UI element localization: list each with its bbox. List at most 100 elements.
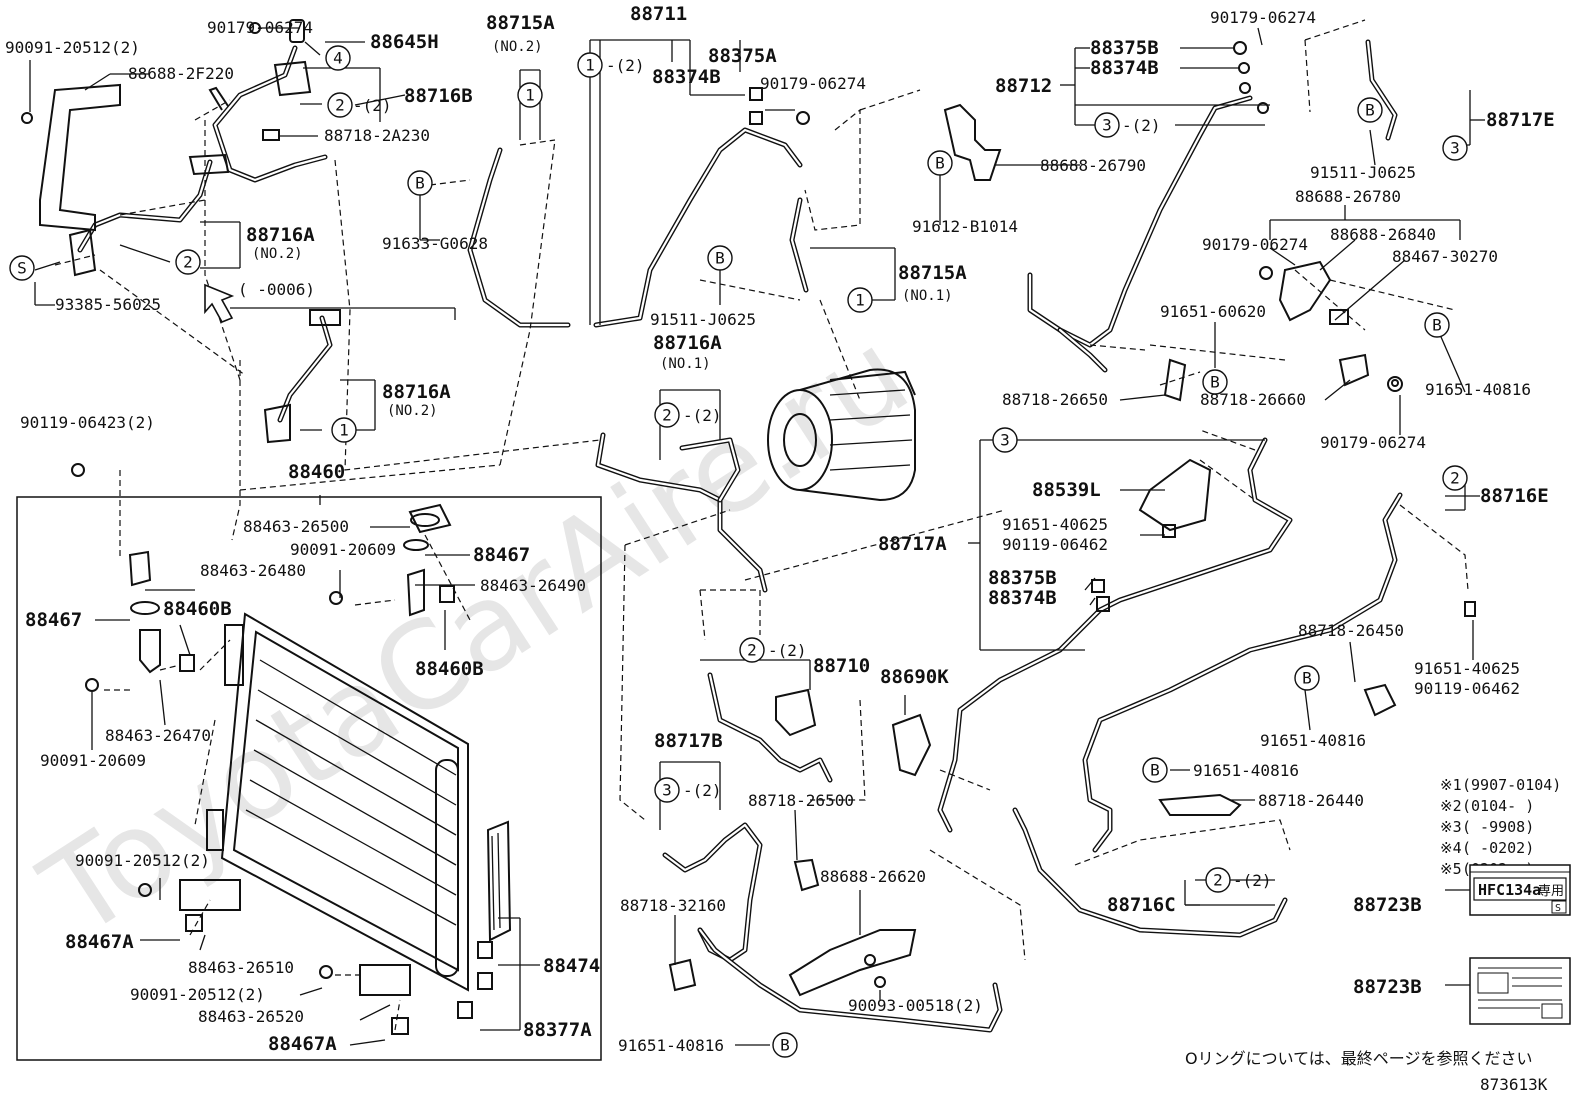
svg-text:90179-06274: 90179-06274 xyxy=(1210,8,1316,27)
svg-text:88688-26840: 88688-26840 xyxy=(1330,225,1436,244)
callout-3: 3 xyxy=(654,777,680,803)
svg-text:88688-26780: 88688-26780 xyxy=(1295,187,1401,206)
caution-plate xyxy=(1469,957,1571,1025)
callout-2: 2 xyxy=(327,92,353,118)
svg-text:3: 3 xyxy=(662,781,672,800)
svg-text:B: B xyxy=(1432,316,1442,335)
svg-text:S: S xyxy=(1555,903,1561,914)
svg-text:88718-26500: 88718-26500 xyxy=(748,791,854,810)
svg-text:91511-J0625: 91511-J0625 xyxy=(650,310,756,329)
svg-text:88377A: 88377A xyxy=(523,1019,592,1041)
callout-b: B xyxy=(1424,312,1450,338)
svg-text:(NO.2): (NO.2) xyxy=(492,39,543,55)
diagram-code: 873613K xyxy=(1480,1075,1548,1094)
svg-text:(NO.1): (NO.1) xyxy=(902,288,953,304)
svg-text:90119-06462: 90119-06462 xyxy=(1002,535,1108,554)
svg-text:88718-26440: 88718-26440 xyxy=(1258,791,1364,810)
svg-text:専用: 専用 xyxy=(1538,884,1564,899)
svg-text:91511-J0625: 91511-J0625 xyxy=(1310,163,1416,182)
svg-text:90179-06274: 90179-06274 xyxy=(1320,433,1426,452)
svg-text:88723B: 88723B xyxy=(1353,894,1422,916)
note-mark: ※3 xyxy=(1440,818,1462,836)
leader-lines xyxy=(29,27,1485,1046)
svg-text:91651-40625: 91651-40625 xyxy=(1002,515,1108,534)
svg-text:4: 4 xyxy=(333,49,343,68)
svg-text:88716A: 88716A xyxy=(246,224,315,246)
svg-text:88463-26510: 88463-26510 xyxy=(188,958,294,977)
callout-b: B xyxy=(1142,757,1168,783)
part-labels: 90179-06274 90091-20512(2) 88645H 88688-… xyxy=(5,3,1555,1055)
svg-text:2: 2 xyxy=(747,641,757,660)
svg-text:3: 3 xyxy=(1102,116,1112,135)
svg-text:90091-20512(2): 90091-20512(2) xyxy=(130,985,265,1004)
svg-text:88688-2F220: 88688-2F220 xyxy=(128,64,234,83)
notes-table: ※1(9907-0104)※2(0104- )※3( -9908)※4( -02… xyxy=(1440,776,1561,878)
svg-text:B: B xyxy=(1302,669,1312,688)
callout-1: 1 xyxy=(331,417,357,443)
callout-b: B xyxy=(407,170,433,196)
svg-text:(NO.2): (NO.2) xyxy=(252,246,303,262)
note-range: (0104- ) xyxy=(1462,797,1534,815)
callout-2: 2 xyxy=(1205,867,1231,893)
svg-text:S: S xyxy=(17,259,27,278)
callout-1: 1 xyxy=(517,82,543,108)
svg-text:-(2): -(2) xyxy=(606,56,645,75)
svg-text:88715A: 88715A xyxy=(486,12,555,34)
svg-text:88718-26660: 88718-26660 xyxy=(1200,390,1306,409)
svg-text:(NO.1): (NO.1) xyxy=(660,356,711,372)
svg-text:-(2): -(2) xyxy=(353,96,392,115)
svg-text:B: B xyxy=(715,249,725,268)
svg-text:B: B xyxy=(1150,761,1160,780)
svg-text:88467A: 88467A xyxy=(268,1033,337,1055)
svg-text:-(2): -(2) xyxy=(683,781,722,800)
svg-text:90091-20512(2): 90091-20512(2) xyxy=(75,851,210,870)
svg-text:88712: 88712 xyxy=(995,75,1052,97)
svg-text:88463-26500: 88463-26500 xyxy=(243,517,349,536)
svg-text:88460B: 88460B xyxy=(415,658,484,680)
callout-b: B xyxy=(1202,369,1228,395)
note-mark: ※2 xyxy=(1440,797,1462,815)
svg-text:88718-26450: 88718-26450 xyxy=(1298,621,1404,640)
svg-text:88716B: 88716B xyxy=(404,85,473,107)
note-range: ( -0202) xyxy=(1462,839,1534,857)
condenser-brackets xyxy=(71,463,493,1035)
svg-text:2: 2 xyxy=(1450,469,1460,488)
svg-text:2: 2 xyxy=(662,406,672,425)
svg-text:90119-06462: 90119-06462 xyxy=(1414,679,1520,698)
svg-text:88710: 88710 xyxy=(813,655,870,677)
svg-text:88716C: 88716C xyxy=(1107,894,1176,916)
svg-text:91651-40625: 91651-40625 xyxy=(1414,659,1520,678)
callout-1: 1 xyxy=(577,52,603,78)
svg-text:88474: 88474 xyxy=(543,955,600,977)
note-mark: ※5 xyxy=(1440,860,1462,878)
svg-text:88718-26650: 88718-26650 xyxy=(1002,390,1108,409)
svg-text:-(2): -(2) xyxy=(768,641,807,660)
svg-text:1: 1 xyxy=(339,421,349,440)
svg-text:88374B: 88374B xyxy=(1090,57,1159,79)
svg-text:2: 2 xyxy=(183,253,193,272)
svg-text:90179-06274: 90179-06274 xyxy=(207,18,313,37)
svg-text:90179-06274: 90179-06274 xyxy=(1202,235,1308,254)
svg-text:88645H: 88645H xyxy=(370,31,439,53)
callout-2: 2 xyxy=(654,402,680,428)
svg-text:1: 1 xyxy=(855,291,865,310)
callout-2: 2 xyxy=(175,249,201,275)
callout-circles: 4 2 2 S 1 1 B 1 B 1 2 B 3 B 3 B B 3 2 2 … xyxy=(9,45,1468,1058)
svg-text:90091-20609: 90091-20609 xyxy=(40,751,146,770)
svg-text:90091-20512(2): 90091-20512(2) xyxy=(5,38,140,57)
callout-b: B xyxy=(1357,97,1383,123)
svg-text:91651-40816: 91651-40816 xyxy=(1260,731,1366,750)
callout-2: 2 xyxy=(739,637,765,663)
seal-strip xyxy=(486,820,512,942)
svg-text:91612-B1014: 91612-B1014 xyxy=(912,217,1018,236)
svg-text:3: 3 xyxy=(1450,139,1460,158)
callout-1: 1 xyxy=(847,287,873,313)
svg-text:91651-60620: 91651-60620 xyxy=(1160,302,1266,321)
svg-text:88467: 88467 xyxy=(25,609,82,631)
caution-labels: 88723B 88723B HFC134a 専用 S xyxy=(1353,864,1571,1025)
svg-text:90091-20609: 90091-20609 xyxy=(290,540,396,559)
svg-text:90093-00518(2): 90093-00518(2) xyxy=(848,996,983,1015)
svg-text:B: B xyxy=(415,174,425,193)
svg-text:HFC134a: HFC134a xyxy=(1478,881,1541,899)
